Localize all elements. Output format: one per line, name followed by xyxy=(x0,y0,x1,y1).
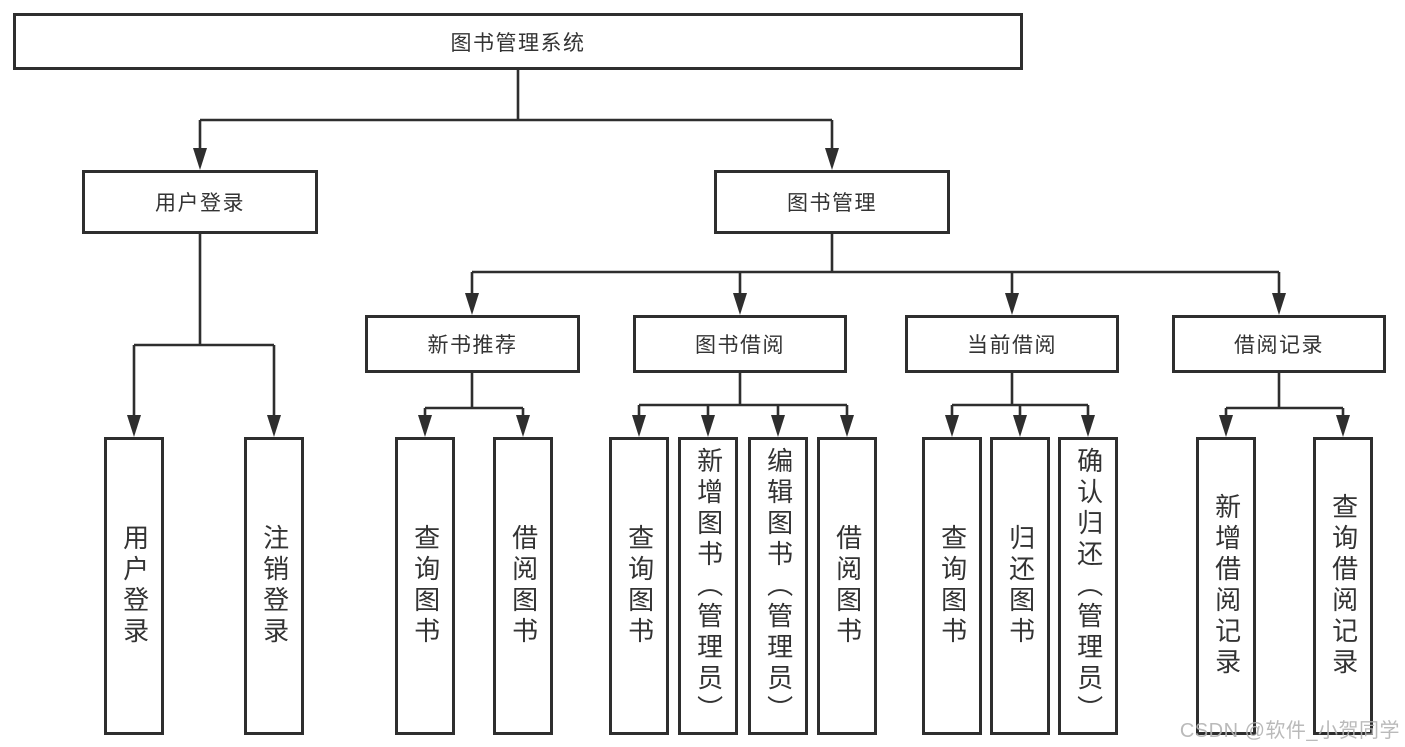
node-user-login-label: 用户登录 xyxy=(155,192,245,215)
leaf-borrowing-borrow-books: 借阅图书 xyxy=(817,437,877,735)
leaf-current-query-books-label: 查询图书 xyxy=(937,524,968,648)
leaf-borrowing-edit-books-admin: 编辑图书（管理员） xyxy=(748,437,808,735)
csdn-watermark: CSDN @软件_小贺同学 xyxy=(1179,720,1400,742)
node-book-management: 图书管理 xyxy=(714,170,950,234)
leaf-borrowing-query-books: 查询图书 xyxy=(609,437,669,735)
leaf-user-login: 用户登录 xyxy=(104,437,164,735)
leaf-recommend-query-books: 查询图书 xyxy=(395,437,455,735)
leaf-logout-label: 注销登录 xyxy=(259,524,290,648)
leaf-recommend-query-books-label: 查询图书 xyxy=(410,524,441,648)
leaf-records-add-record-label: 新增借阅记录 xyxy=(1211,493,1242,679)
leaf-borrowing-query-books-label: 查询图书 xyxy=(624,524,655,648)
node-book-borrowing-label: 图书借阅 xyxy=(695,334,785,357)
leaf-borrowing-add-books-admin: 新增图书（管理员） xyxy=(678,437,738,735)
leaf-records-add-record: 新增借阅记录 xyxy=(1196,437,1256,735)
node-current-borrowing: 当前借阅 xyxy=(905,315,1119,373)
node-current-borrowing-label: 当前借阅 xyxy=(967,334,1057,357)
leaf-recommend-borrow-books: 借阅图书 xyxy=(493,437,553,735)
node-book-borrowing: 图书借阅 xyxy=(633,315,847,373)
node-book-management-label: 图书管理 xyxy=(787,192,877,215)
leaf-current-confirm-return-admin: 确认归还（管理员） xyxy=(1058,437,1118,735)
node-library-system-label: 图书管理系统 xyxy=(450,31,586,55)
node-borrowing-records: 借阅记录 xyxy=(1172,315,1386,373)
leaf-current-return-books: 归还图书 xyxy=(990,437,1050,735)
leaf-recommend-borrow-books-label: 借阅图书 xyxy=(508,524,539,648)
leaf-borrowing-add-books-admin-label: 新增图书（管理员） xyxy=(693,446,724,726)
leaf-logout: 注销登录 xyxy=(244,437,304,735)
leaf-current-query-books: 查询图书 xyxy=(922,437,982,735)
leaf-records-query-record-label: 查询借阅记录 xyxy=(1328,493,1359,679)
node-new-book-recommend-label: 新书推荐 xyxy=(427,334,518,357)
leaf-current-return-books-label: 归还图书 xyxy=(1005,524,1036,648)
leaf-borrowing-edit-books-admin-label: 编辑图书（管理员） xyxy=(763,446,794,726)
node-new-book-recommend: 新书推荐 xyxy=(365,315,580,373)
leaf-borrowing-borrow-books-label: 借阅图书 xyxy=(832,524,863,648)
node-library-system: 图书管理系统 xyxy=(13,13,1023,70)
leaf-records-query-record: 查询借阅记录 xyxy=(1313,437,1373,735)
leaf-current-confirm-return-admin-label: 确认归还（管理员） xyxy=(1073,446,1104,726)
node-borrowing-records-label: 借阅记录 xyxy=(1234,334,1324,357)
node-user-login: 用户登录 xyxy=(82,170,318,234)
leaf-user-login-label: 用户登录 xyxy=(119,524,150,648)
